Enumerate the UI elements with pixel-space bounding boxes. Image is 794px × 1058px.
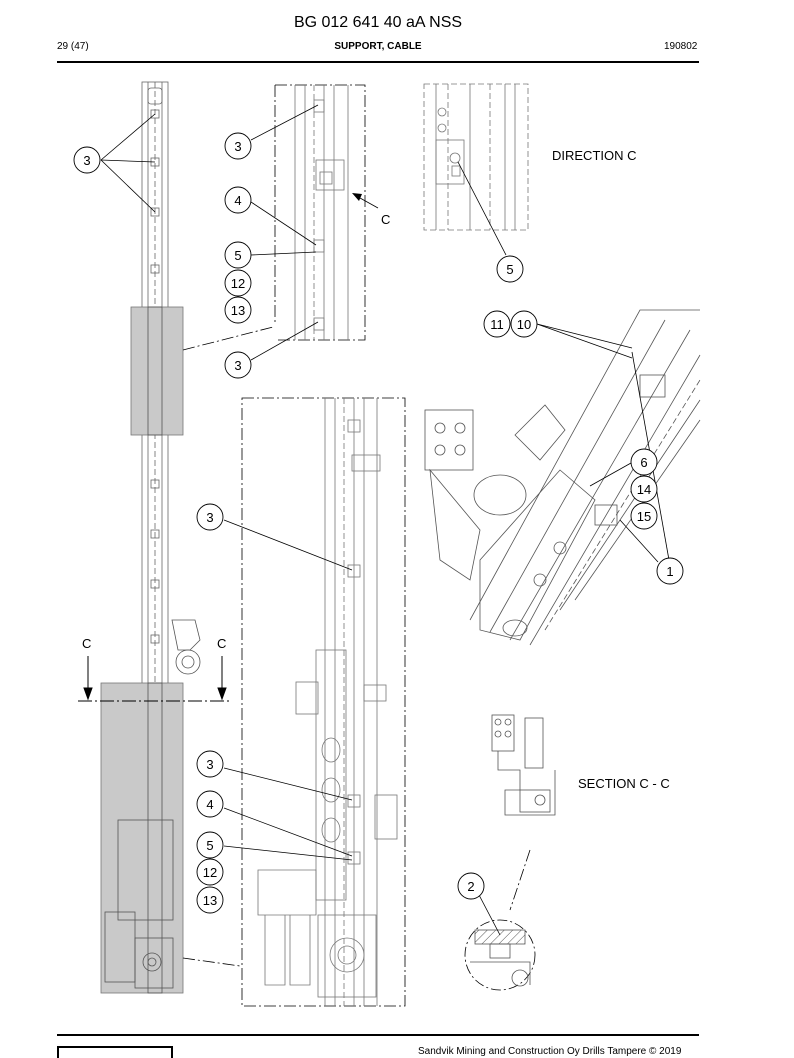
detail-view-top [274, 84, 366, 341]
callout-5-direction: 5 [496, 255, 524, 283]
section-c-view [491, 714, 556, 911]
svg-text:5: 5 [506, 262, 513, 277]
svg-text:13: 13 [231, 303, 245, 318]
revision-date: 190802 [664, 41, 698, 52]
svg-text:6: 6 [640, 455, 647, 470]
footer-rule [57, 1034, 699, 1036]
svg-text:2: 2 [467, 879, 474, 894]
svg-text:1: 1 [666, 564, 673, 579]
detail-circle-view [464, 919, 536, 991]
document-number: BG 012 641 40 aA NSS [293, 14, 463, 31]
svg-text:10: 10 [517, 317, 531, 332]
callout-3-main: 3 [73, 146, 101, 174]
svg-text:3: 3 [206, 510, 213, 525]
view-arrow-c [352, 193, 379, 209]
footer-copyright: Sandvik Mining and Construction Oy Drill… [418, 1046, 682, 1057]
callout-15: 15 [630, 502, 658, 530]
callout-5-top: 5 [224, 241, 252, 269]
section-c-label: SECTION C - C [578, 776, 670, 791]
isometric-view [424, 309, 701, 646]
callout-10: 10 [510, 310, 538, 338]
svg-text:15: 15 [637, 509, 651, 524]
detail-view-large [241, 397, 406, 1007]
svg-text:3: 3 [234, 139, 241, 154]
svg-text:3: 3 [83, 153, 90, 168]
direction-c-view [423, 83, 529, 231]
callout-11: 11 [483, 310, 511, 338]
header-rule [57, 61, 699, 63]
leader-lines [100, 104, 670, 936]
cut-label-right: C [217, 636, 226, 651]
callout-12-top: 12 [224, 269, 252, 297]
section-cut-line [78, 656, 232, 702]
callout-14: 14 [630, 475, 658, 503]
svg-text:5: 5 [206, 838, 213, 853]
callout-4-top: 4 [224, 186, 252, 214]
callout-13-low: 13 [196, 886, 224, 914]
svg-text:14: 14 [637, 482, 651, 497]
svg-text:13: 13 [203, 893, 217, 908]
callout-13-top: 13 [224, 296, 252, 324]
highlight-area-lower [100, 682, 184, 994]
callout-5-low: 5 [196, 831, 224, 859]
sandvik-logo [57, 1046, 173, 1058]
direction-c-label: DIRECTION C [552, 148, 637, 163]
svg-text:3: 3 [234, 358, 241, 373]
svg-text:11: 11 [490, 317, 504, 332]
callout-12-low: 12 [196, 858, 224, 886]
callout-3-mid: 3 [196, 503, 224, 531]
callout-3-beam-top: 3 [224, 351, 252, 379]
svg-text:12: 12 [231, 276, 245, 291]
svg-text:12: 12 [203, 865, 217, 880]
svg-text:5: 5 [234, 248, 241, 263]
svg-text:4: 4 [206, 797, 213, 812]
cut-label-left: C [82, 636, 91, 651]
page-number: 29 (47) [57, 41, 89, 52]
callout-3-top: 3 [224, 132, 252, 160]
callout-3-low: 3 [196, 750, 224, 778]
highlight-area-upper [130, 306, 184, 436]
svg-text:3: 3 [206, 757, 213, 772]
callout-2: 2 [457, 872, 485, 900]
callout-6: 6 [630, 448, 658, 476]
callout-1: 1 [656, 557, 684, 585]
svg-text:4: 4 [234, 193, 241, 208]
page-title: SUPPORT, CABLE [334, 41, 422, 52]
callout-4-low: 4 [196, 790, 224, 818]
arrow-label-c: C [381, 212, 390, 227]
